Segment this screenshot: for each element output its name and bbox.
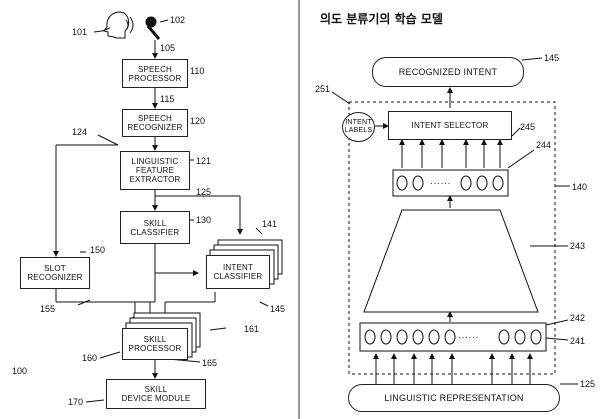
speech-processor-box: SPEECH PROCESSOR [122,59,188,88]
diagram-title: 의도 분류기의 학습 모델 [320,12,443,26]
ref-100: 100 [12,366,28,376]
hidden-nodes-ellipsis: · · · · · · [430,178,450,188]
ref-243: 243 [570,241,586,251]
linguistic-representation-box: LINGUISTIC REPRESENTATION [348,384,560,412]
intent-classifier-box: INTENT CLASSIFIER [206,255,270,289]
skill-classifier-box: SKILL CLASSIFIER [120,211,190,244]
recognized-intent-box: RECOGNIZED INTENT [372,57,524,87]
ref-170: 170 [68,397,84,407]
linguistic-feature-extractor-box: LINGUISTIC FEATURE EXTRACTOR [120,151,190,190]
ref-141: 141 [262,219,278,229]
ref-145-right: 145 [544,53,560,63]
ref-130: 130 [196,215,212,225]
ref-145-left: 145 [270,304,286,314]
ref-140: 140 [572,182,588,192]
ref-115: 115 [160,94,175,104]
ref-160: 160 [82,353,98,363]
ref-102: 102 [170,15,186,25]
ref-244: 244 [536,140,552,150]
hidden-node-circles [396,175,504,191]
ref-245: 245 [520,122,536,132]
speech-recognizer-box: SPEECH RECOGNIZER [122,109,188,137]
ref-165: 165 [202,358,218,368]
ref-251: 251 [315,84,331,94]
ref-101: 101 [72,27,88,37]
ref-125-left: 125 [196,187,212,197]
ref-124: 124 [72,127,88,137]
skill-device-module-box: SKILL DEVICE MODULE [106,379,206,409]
microphone-icon [145,16,161,40]
ref-110: 110 [190,66,205,76]
ref-105: 105 [160,43,176,53]
skill-processor-box: SKILL PROCESSOR [122,328,188,360]
input-node-circles [364,329,542,345]
ref-242: 242 [570,313,586,323]
ref-125-right: 125 [580,379,596,389]
ref-121: 121 [196,156,212,166]
input-nodes-ellipsis: · · · · · · [458,332,478,342]
ref-241: 241 [570,336,586,346]
intent-labels-oval: INTENT LABELS [342,112,375,142]
slot-recognizer-box: SLOT RECOGNIZER [20,257,90,289]
ref-161: 161 [244,324,260,334]
ref-155: 155 [40,304,56,314]
ref-150: 150 [90,245,106,255]
speaker-head-icon [103,11,134,39]
ref-120: 120 [190,116,206,126]
intent-selector-box: INTENT SELECTOR [388,111,512,140]
